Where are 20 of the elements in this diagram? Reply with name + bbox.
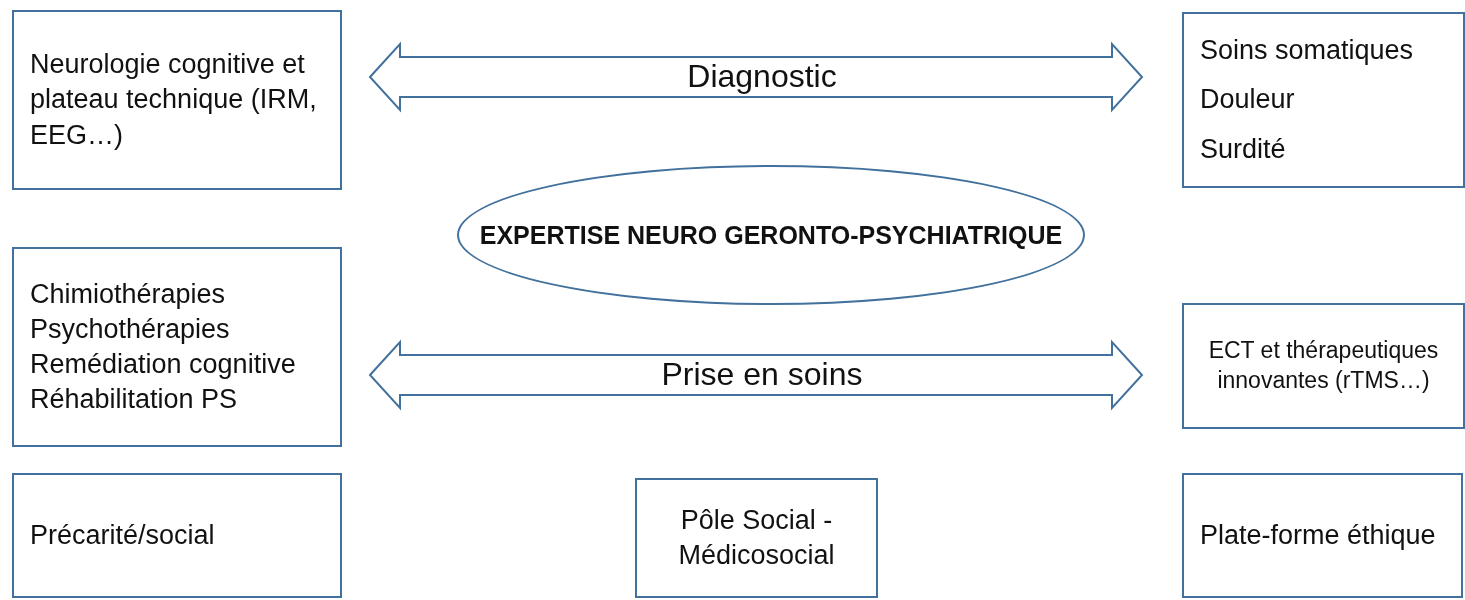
- node-text: Neurologie cognitive et plateau technique (IRM, EEG…): [30, 48, 318, 152]
- text-box: [12, 473, 342, 598]
- text-box: [12, 247, 342, 447]
- node-text: Chimiothérapies: [30, 277, 226, 311]
- node-text: Soins somatiques: [1200, 34, 1414, 68]
- node-text: Douleur: [1200, 83, 1295, 117]
- text-box: [635, 478, 878, 598]
- node-text: Réhabilitation PS: [30, 383, 238, 417]
- node-text: ECT et thérapeutiques innovantes (rTMS…): [1207, 336, 1440, 395]
- node-text: Surdité: [1200, 132, 1286, 166]
- text-box: [1182, 303, 1465, 429]
- text-box: [1182, 473, 1463, 598]
- node-text: Plate-forme éthique: [1200, 518, 1436, 552]
- text-box: [1182, 12, 1465, 188]
- text-box: [12, 10, 342, 190]
- node-text: Pôle Social - Médicosocial: [677, 503, 836, 572]
- node-text: EXPERTISE NEURO GERONTO-PSYCHIATRIQUE: [479, 219, 1063, 251]
- node-text: Psychothérapies: [30, 312, 230, 346]
- node-text: Précarité/social: [30, 518, 215, 552]
- node-text: Remédiation cognitive: [30, 348, 296, 381]
